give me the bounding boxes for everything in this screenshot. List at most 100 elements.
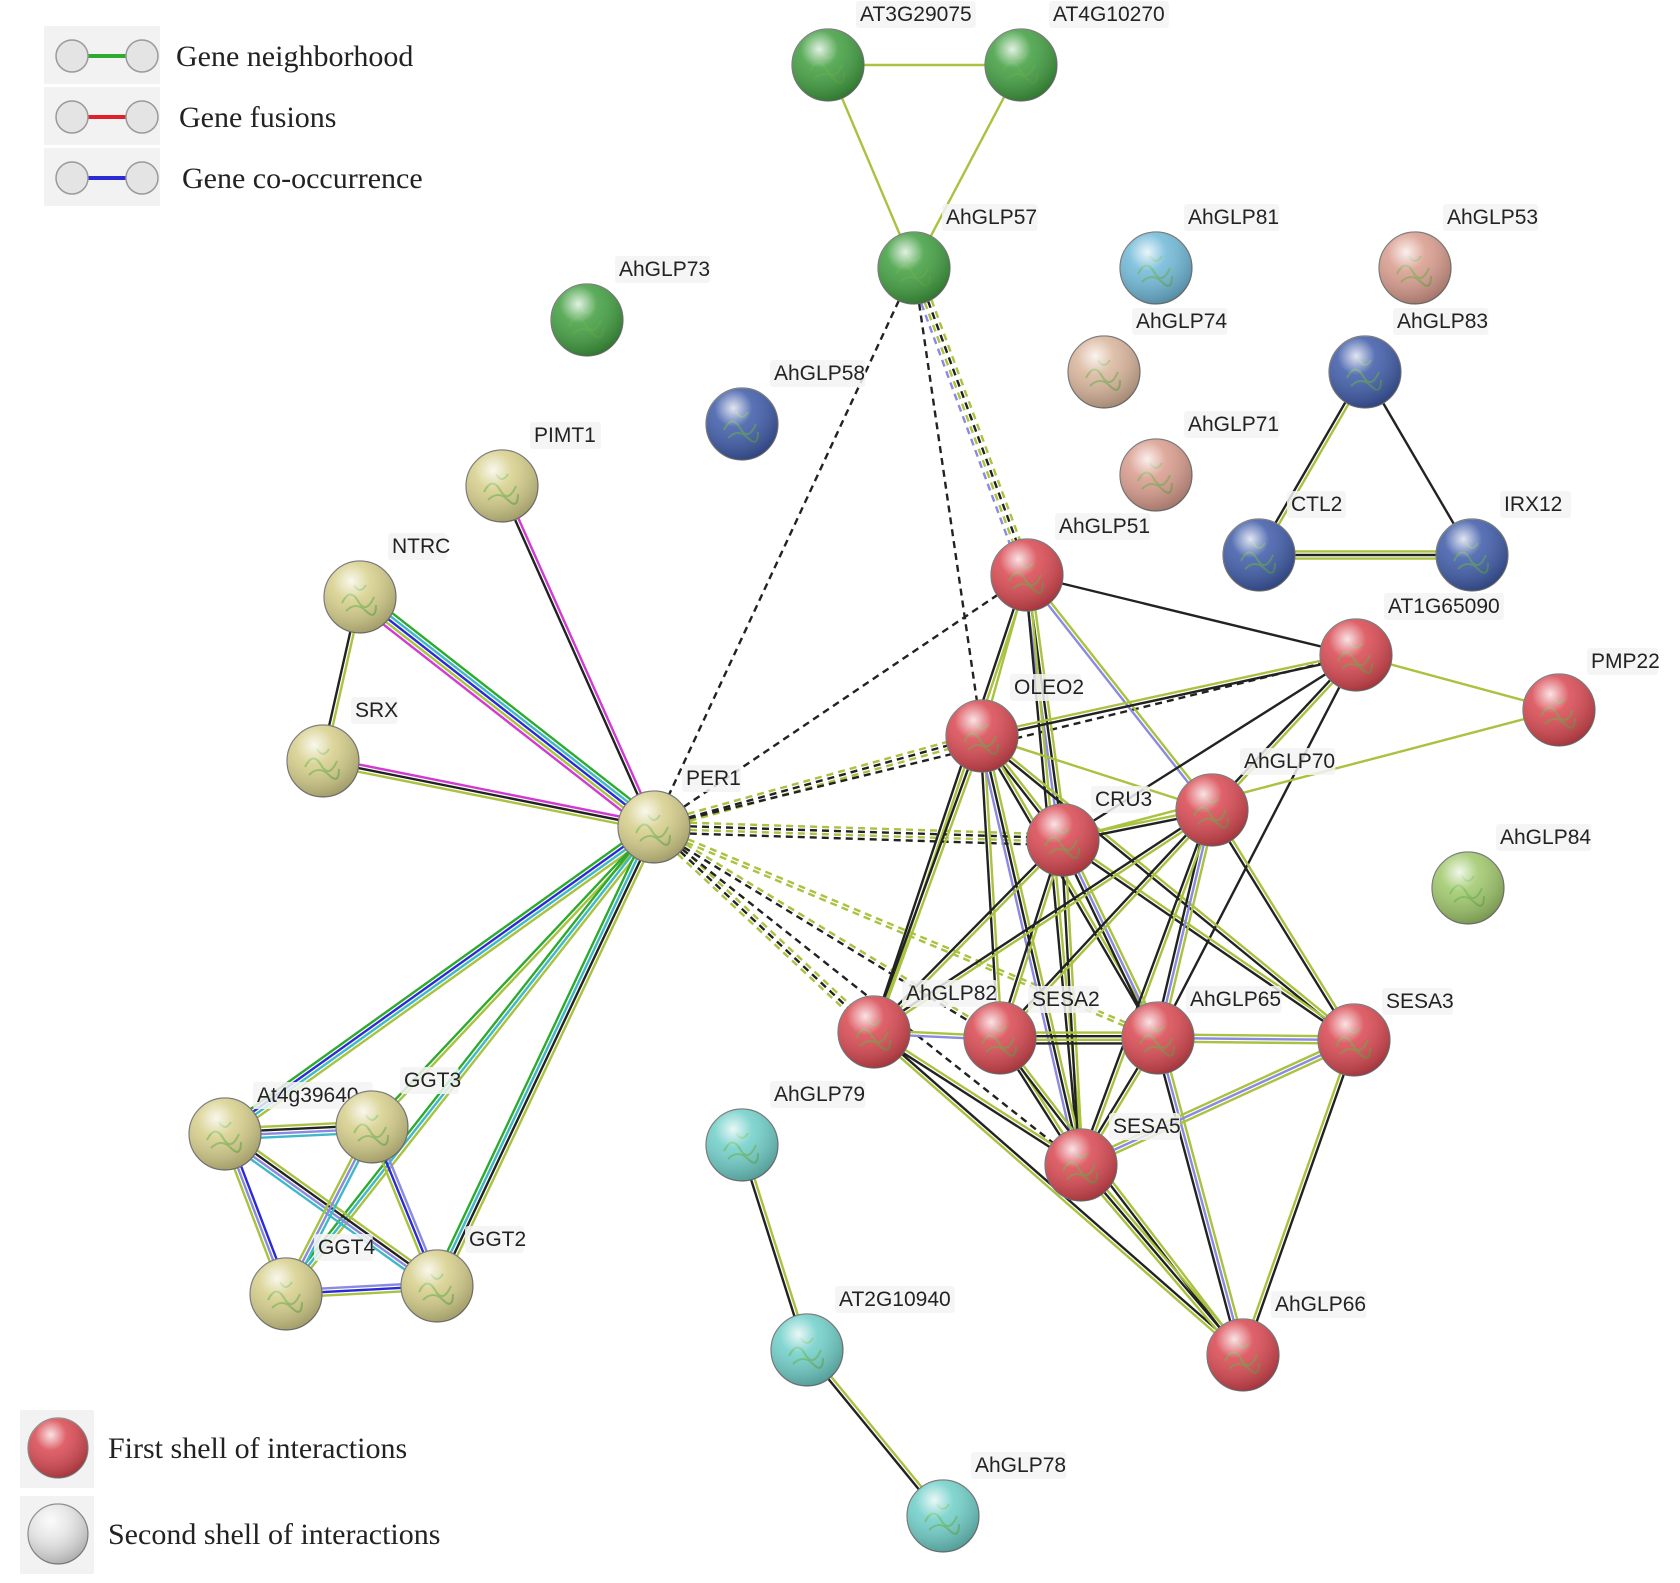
edge-channel-line	[440, 828, 660, 1289]
interaction-edge-AT3G29075-AhGLP57	[826, 64, 916, 269]
node-label-background	[351, 697, 398, 724]
edge-legend-item: Gene fusions	[44, 87, 336, 145]
edge-channel-line	[980, 736, 1354, 1043]
interaction-edge-PER1-CRU3	[653, 820, 1064, 847]
protein-node-AhGLP73[interactable]: AhGLP73	[550, 256, 711, 357]
protein-node-AT3G29075[interactable]: AT3G29075	[791, 1, 976, 102]
legend-node-icon	[55, 39, 89, 73]
protein-node-AhGLP82[interactable]: AhGLP82	[837, 980, 998, 1069]
protein-node-AT1G65090[interactable]: AT1G65090	[1319, 593, 1504, 692]
protein-node-GGT3[interactable]: GGT3	[335, 1067, 461, 1164]
interaction-edge-SESA3-AhGLP66	[1240, 1039, 1357, 1356]
legend-shell-gloss	[28, 1504, 88, 1564]
edge-channel-line	[1058, 841, 1156, 1041]
node-label-background	[1049, 1, 1169, 28]
protein-node-gloss	[964, 1002, 1036, 1074]
interaction-edge-PIMT1-PER1	[499, 484, 657, 829]
protein-node-AhGLP70[interactable]: AhGLP70	[1175, 748, 1336, 847]
node-label: GGT2	[469, 1228, 526, 1251]
interaction-edge-AhGLP70-SESA5	[1078, 808, 1215, 1167]
protein-node-AhGLP79[interactable]: AhGLP79	[705, 1081, 866, 1182]
interaction-edge-AT1G65090-AhGLP65	[1156, 654, 1358, 1039]
protein-node-PER1[interactable]: PER1	[617, 765, 741, 864]
node-label: AhGLP83	[1397, 310, 1488, 333]
protein-node-SRX[interactable]: SRX	[286, 697, 398, 798]
node-label-background	[1055, 513, 1151, 540]
edge-channel-line	[1209, 810, 1354, 1042]
legend-node-icon	[55, 161, 89, 195]
interaction-edge-SESA2-AhGLP66	[997, 1036, 1246, 1357]
edge-channel-line	[363, 590, 660, 823]
protein-node-GGT2[interactable]: GGT2	[400, 1226, 526, 1323]
protein-node-NTRC[interactable]: NTRC	[323, 533, 450, 634]
node-label: AhGLP79	[774, 1083, 865, 1106]
node-label-background	[388, 533, 447, 560]
node-label-background	[465, 1226, 524, 1253]
protein-node-AhGLP58[interactable]: AhGLP58	[705, 360, 866, 461]
edge-channel-line	[1156, 654, 1358, 1039]
protein-node-AhGLP65[interactable]: AhGLP65	[1121, 986, 1282, 1075]
shell-legend-item: Second shell of interactions	[20, 1496, 440, 1574]
node-label-background	[1186, 986, 1282, 1013]
protein-node-SESA2[interactable]: SESA2	[963, 986, 1100, 1075]
edge-channel-line	[984, 734, 1086, 1165]
protein-node-AhGLP78[interactable]: AhGLP78	[906, 1452, 1067, 1553]
protein-node-GGT4[interactable]: GGT4	[249, 1234, 375, 1331]
edge-channel-line	[652, 731, 982, 825]
edge-channel-line	[431, 824, 651, 1285]
protein-node-SESA3[interactable]: SESA3	[1317, 988, 1454, 1077]
node-label-background	[253, 1082, 373, 1109]
edge-channel-line	[223, 824, 654, 1134]
protein-node-AhGLP66[interactable]: AhGLP66	[1206, 1291, 1367, 1392]
protein-node-CTL2[interactable]: CTL2	[1222, 491, 1346, 592]
node-label-background	[1287, 491, 1346, 518]
interaction-edge-SESA5-AhGLP66	[1077, 1161, 1247, 1359]
protein-node-AhGLP57[interactable]: AhGLP57	[877, 204, 1038, 305]
protein-node-AhGLP83[interactable]: AhGLP83	[1328, 308, 1489, 409]
node-label-background	[1109, 1113, 1180, 1140]
edge-channel-line	[871, 574, 1027, 1032]
protein-node-AhGLP71[interactable]: AhGLP71	[1119, 411, 1280, 512]
edge-channel-line	[1024, 575, 1212, 812]
protein-node-AT4G10270[interactable]: AT4G10270	[984, 1, 1169, 102]
protein-node-PMP22[interactable]: PMP22	[1522, 648, 1660, 747]
protein-node-AhGLP84[interactable]: AhGLP84	[1431, 824, 1592, 925]
protein-node-AhGLP81[interactable]: AhGLP81	[1119, 204, 1280, 305]
edge-channel-line	[981, 652, 1356, 736]
edge-channel-line	[359, 596, 655, 828]
node-label: AhGLP57	[946, 206, 1037, 229]
node-label: AhGLP70	[1244, 750, 1335, 773]
edge-channel-line	[654, 738, 984, 832]
edge-channel-line	[977, 736, 1079, 1167]
node-label: CTL2	[1291, 493, 1342, 516]
interaction-edge-AhGLP51-AT1G65090	[1026, 573, 1357, 657]
protein-node-AhGLP74[interactable]: AhGLP74	[1067, 308, 1228, 409]
edge-channel-line	[1160, 1036, 1248, 1355]
edge-channel-line	[872, 1032, 1243, 1358]
edge-channel-line	[653, 826, 1082, 1166]
edge-channel-line	[650, 828, 873, 1036]
protein-node-AhGLP51[interactable]: AhGLP51	[990, 513, 1151, 612]
node-label: AhGLP81	[1188, 206, 1279, 229]
edge-channel-line	[1078, 808, 1212, 1165]
node-label: AhGLP73	[619, 258, 710, 281]
protein-node-gloss	[907, 1480, 979, 1552]
protein-node-CRU3[interactable]: CRU3	[1026, 786, 1152, 877]
node-label-background	[1184, 204, 1280, 231]
node-label-background	[1500, 491, 1571, 518]
protein-node-AT2G10940[interactable]: AT2G10940	[770, 1286, 955, 1387]
protein-node-gloss	[1436, 519, 1508, 591]
protein-node-AhGLP53[interactable]: AhGLP53	[1378, 204, 1539, 305]
node-label: AhGLP71	[1188, 413, 1279, 436]
interaction-edge-SESA3-SESA5	[1079, 1035, 1356, 1170]
protein-node-OLEO2[interactable]: OLEO2	[945, 674, 1084, 773]
node-label: SESA5	[1113, 1115, 1181, 1138]
edge-channel-line	[982, 655, 1357, 739]
protein-node-IRX12[interactable]: IRX12	[1435, 491, 1571, 592]
protein-node-At4g39640[interactable]: At4g39640	[188, 1082, 373, 1171]
protein-node-SESA5[interactable]: SESA5	[1044, 1113, 1181, 1202]
edge-legend-label: Gene fusions	[179, 101, 336, 134]
edge-channel-line	[1156, 1037, 1245, 1356]
protein-node-PIMT1[interactable]: PIMT1	[465, 422, 601, 523]
